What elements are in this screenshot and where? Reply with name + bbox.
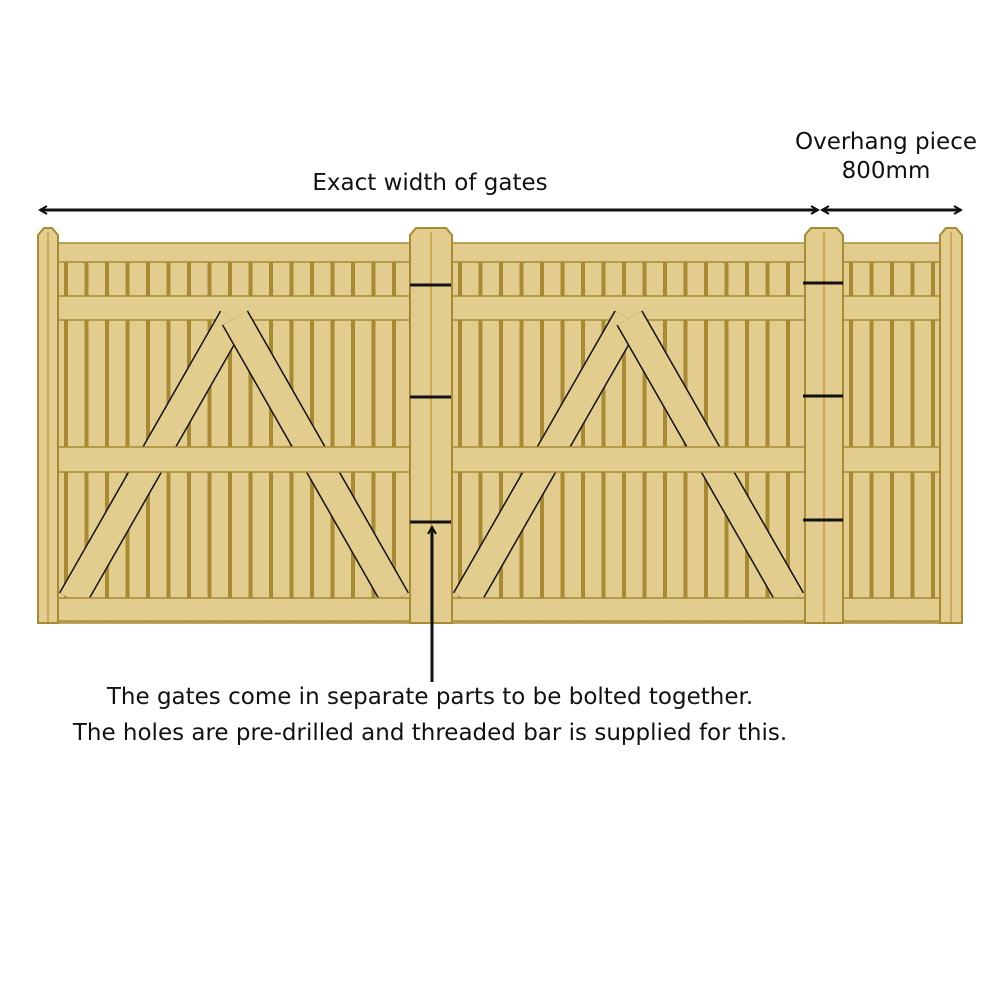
gate-right-upper-rail — [451, 295, 806, 321]
gate-left-middle-rail — [57, 446, 411, 473]
gate-left-top-rail — [57, 242, 411, 263]
overhang-top-rail — [842, 242, 941, 263]
overhang-label-line1: Overhang piece — [794, 129, 977, 155]
gate-right-bottom-rail — [451, 597, 806, 622]
gate-right-top-rail — [451, 242, 806, 263]
gates-width-label: Exact width of gates — [312, 170, 548, 196]
assembly-note-line1: The gates come in separate parts to be b… — [106, 684, 754, 710]
gate-left-upper-rail — [57, 295, 411, 321]
overhang-bottom-rail — [842, 597, 941, 622]
overhang-upper-rail — [842, 295, 941, 321]
gate-left-bottom-rail — [57, 597, 411, 622]
overhang-middle-rail — [842, 446, 941, 473]
assembly-note-line2: The holes are pre-drilled and threaded b… — [72, 719, 788, 746]
assembly-note: The gates come in separate parts to be b… — [0, 680, 860, 750]
overhang-label: Overhang piece 800mm — [776, 125, 996, 188]
gate-right-middle-rail — [451, 446, 806, 473]
overhang-label-line2: 800mm — [841, 157, 931, 184]
